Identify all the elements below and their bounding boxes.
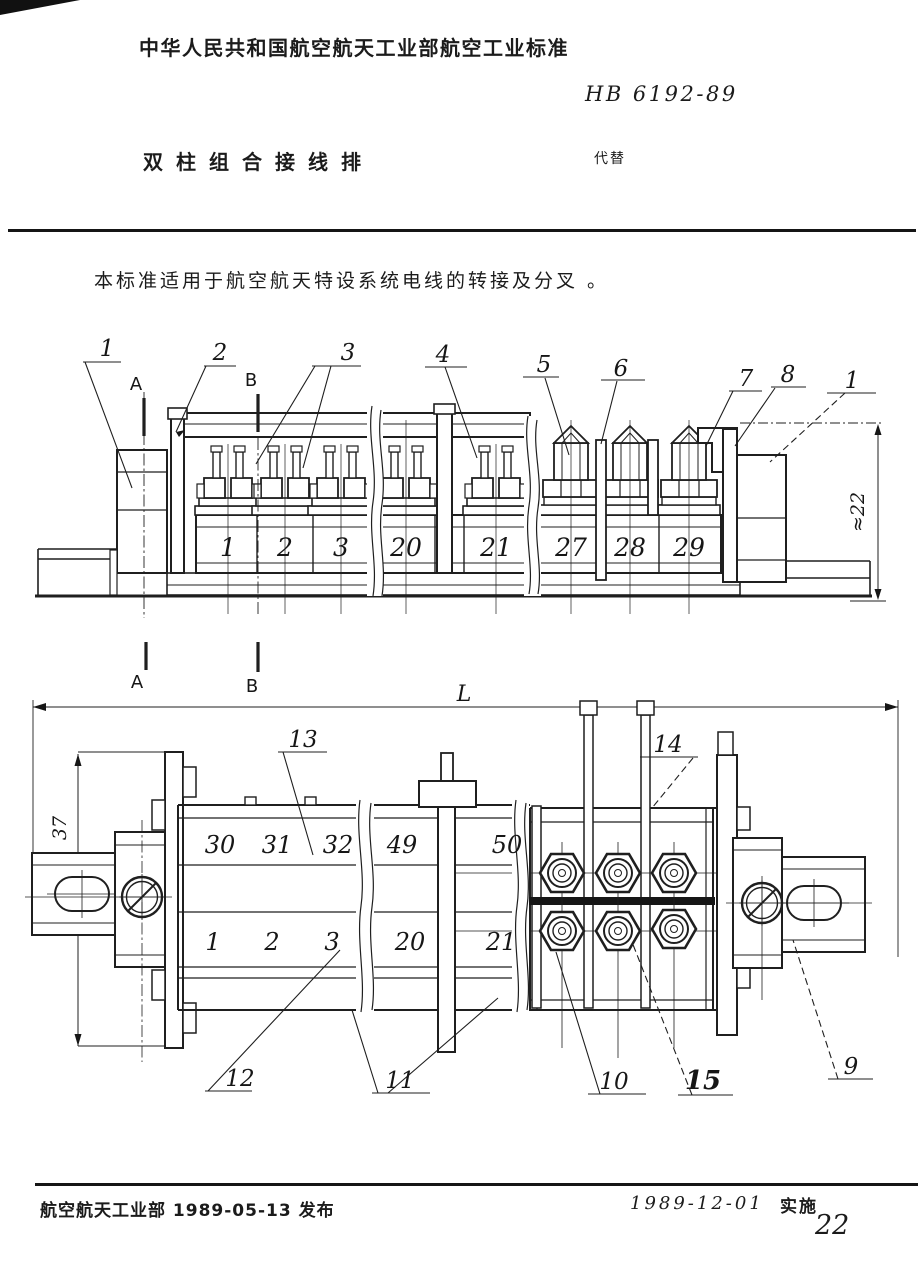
fig2-bottom-3: 3 [324, 928, 339, 956]
fig1-callouts: 1 2 3 4 5 6 7 8 1 [83, 336, 876, 489]
fig2-right-end [716, 731, 872, 1036]
fig1-callout-5: 5 [537, 352, 552, 378]
scope-text: 本标准适用于航空航天特设系统电线的转接及分叉 。 [94, 270, 610, 292]
fig2-break-lines [356, 799, 530, 1013]
fig1-terminal-band [195, 514, 722, 574]
fig2-length-dimension: L [32, 682, 899, 957]
fig2-center-post [418, 752, 477, 1053]
fig2-bottom-20: 20 [394, 928, 426, 956]
fig2-callout-9: 9 [844, 1054, 859, 1080]
fig1-nut-stacks [194, 445, 530, 516]
fig1-dim-height-label: ≈22 [847, 492, 869, 532]
fig2-callout-15: 15 [685, 1066, 721, 1096]
fig2-dim-width-label: 37 [49, 815, 71, 840]
fig2-section-b: B [246, 676, 258, 697]
fig1-callout-2: 2 [212, 340, 228, 366]
fig2-callouts: 13 14 12 11 10 15 9 [205, 727, 873, 1096]
fig1-section-a: A [130, 374, 143, 395]
fig1-terminal-numbers: 1 2 3 20 21 27 28 29 [220, 533, 705, 562]
fig1-height-dimension: ≈22 [740, 422, 886, 602]
fig2-bottom-2: 2 [263, 928, 279, 956]
fig1-callout-1: 1 [100, 336, 115, 362]
fig1-terminal-21: 21 [479, 533, 512, 562]
fig1-callout-3: 3 [341, 340, 356, 366]
fig1-terminal-2: 2 [276, 533, 293, 562]
fig2-bottom-21: 21 [485, 928, 517, 956]
supersedes-label: 代替 [594, 151, 626, 167]
fig1-section-b: B [245, 370, 257, 391]
fig1-callout-6: 6 [614, 356, 629, 382]
fig2-dim-length-label: L [456, 682, 472, 707]
fig1-terminal-28: 28 [613, 533, 646, 562]
page-number: 22 [815, 1210, 850, 1241]
fig2-numbers: 30 31 32 49 50 1 2 3 20 21 [205, 831, 523, 956]
header-rule [8, 229, 916, 232]
fig2-bottom-1: 1 [205, 928, 220, 956]
fig1-terminal-1: 1 [220, 533, 236, 562]
fig1-left-bracket [109, 449, 168, 596]
document-title: 双柱组合接线排 [143, 150, 374, 174]
fig1-callout-1b: 1 [845, 368, 860, 394]
fig1-callout-4: 4 [435, 342, 451, 368]
fig2-callout-14: 14 [653, 732, 682, 758]
scan-corner-artifact [0, 0, 80, 15]
fig1-terminal-3: 3 [333, 533, 349, 562]
fig2-top-50: 50 [492, 831, 523, 859]
fig1-terminal-29: 29 [672, 533, 705, 562]
fig1-section-marks: A B [130, 370, 260, 436]
footer-implement-date: 1989-12-01 [630, 1193, 764, 1214]
footer-rule [35, 1183, 918, 1186]
fig2-top-32: 32 [323, 831, 354, 859]
fig2-section-a: A [131, 672, 144, 693]
standard-number: HB 6192-89 [585, 82, 738, 106]
figure2-top-view: A B L 37 [25, 642, 899, 1096]
fig2-left-end [25, 751, 197, 1062]
fig2-hex-section [448, 700, 742, 1058]
fig1-terminal-20: 20 [389, 533, 422, 562]
fig2-section-marks: A B [131, 642, 260, 697]
fig2-callout-13: 13 [288, 727, 317, 753]
fig1-terminal-27: 27 [554, 533, 587, 562]
fig2-callout-10: 10 [599, 1069, 628, 1095]
fig2-top-31: 31 [262, 831, 293, 859]
fig2-top-30: 30 [205, 831, 236, 859]
fig2-callout-12: 12 [225, 1066, 254, 1092]
header-org-line: 中华人民共和国航空航天工业部航空工业标准 [139, 36, 569, 60]
fig2-callout-11: 11 [385, 1068, 414, 1094]
fig2-main-block [177, 796, 716, 1011]
figure1-side-view: 1 2 3 20 21 27 28 29 A B 1 2 3 4 [35, 336, 886, 618]
fig1-break-lines [367, 405, 541, 597]
fig1-callout-7: 7 [739, 366, 754, 392]
fig1-callout-8: 8 [781, 362, 796, 388]
fig2-top-49: 49 [386, 831, 418, 859]
footer-issue-text: 航空航天工业部 1989-05-13 发布 [40, 1201, 335, 1221]
fig1-right-bracket [697, 427, 787, 583]
footer-implement-label: 实施 [780, 1197, 818, 1217]
